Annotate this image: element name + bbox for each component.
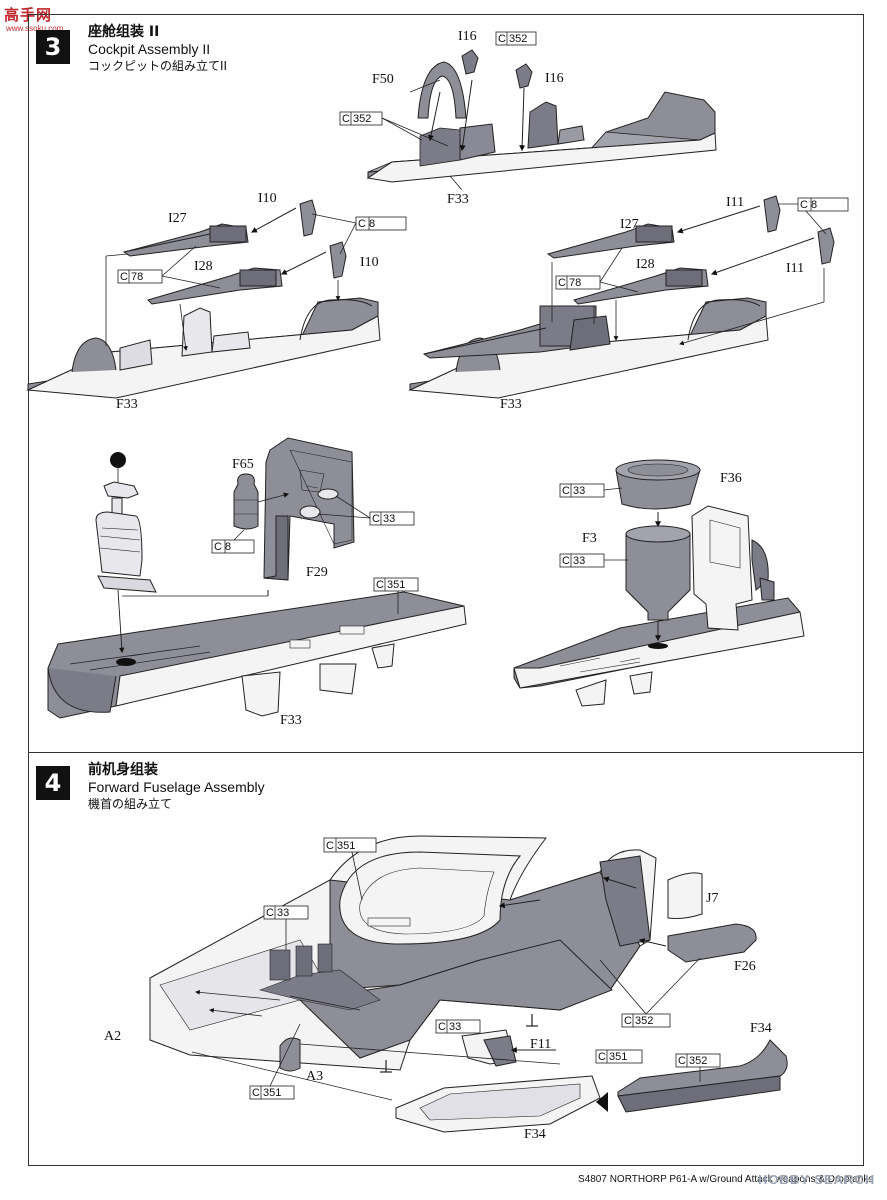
step-3-number: 3 bbox=[36, 30, 70, 64]
part-F11: F11 bbox=[530, 1037, 551, 1052]
cockpit-guns-left bbox=[26, 199, 381, 399]
part-F65: F65 bbox=[232, 457, 254, 472]
part-I28-a: I28 bbox=[194, 259, 213, 274]
color-box-c351-c bbox=[595, 1049, 643, 1064]
part-F33-d: F33 bbox=[280, 713, 302, 728]
color-c78-b: C 78 bbox=[558, 277, 581, 289]
color-c352-c: C 352 bbox=[624, 1015, 653, 1027]
forward-fuselage bbox=[149, 835, 788, 1133]
color-box-c8-b bbox=[797, 197, 849, 212]
part-I16-a: I16 bbox=[458, 29, 477, 44]
part-F3: F3 bbox=[582, 531, 597, 546]
part-I10-b: I10 bbox=[360, 255, 379, 270]
cockpit-floor-top bbox=[366, 49, 717, 183]
color-c8-c: C 8 bbox=[214, 541, 231, 553]
color-c352-a: C 352 bbox=[498, 33, 527, 45]
part-F29: F29 bbox=[306, 565, 328, 580]
color-box-c352-a bbox=[495, 31, 537, 46]
part-I27-a: I27 bbox=[168, 211, 187, 226]
color-c33-d: C 33 bbox=[266, 907, 289, 919]
part-F33-b: F33 bbox=[116, 397, 138, 412]
step-3-title-zh: 座舱组装 II bbox=[88, 24, 160, 40]
page-footer: S4807 NORTHORP P61-A w/Ground Attack wea… bbox=[578, 1174, 874, 1185]
part-I10-a: I10 bbox=[258, 191, 277, 206]
watermark-url: www.ssoku.com bbox=[6, 24, 64, 33]
step-4-number: 4 bbox=[36, 766, 70, 800]
watermark-hobby-search: HOBBY SEARCH bbox=[758, 1172, 876, 1187]
part-F50: F50 bbox=[372, 72, 394, 87]
color-c351-a: C 351 bbox=[376, 579, 405, 591]
part-A2: A2 bbox=[104, 1029, 121, 1044]
color-c351-c: C 351 bbox=[598, 1051, 627, 1063]
part-F26: F26 bbox=[734, 959, 756, 974]
color-c351-b: C 351 bbox=[326, 840, 355, 852]
color-c33-c: C 33 bbox=[562, 555, 585, 567]
cockpit-guns-right bbox=[408, 195, 835, 399]
callout-b: B bbox=[114, 456, 121, 467]
color-box-c8-c bbox=[211, 539, 255, 554]
step-4-title-en: Forward Fuselage Assembly bbox=[88, 779, 265, 795]
part-I11-a: I11 bbox=[726, 195, 744, 210]
part-F33-a: F33 bbox=[447, 192, 469, 207]
step-3-title-jp: コックピットの組み立てII bbox=[88, 59, 228, 73]
part-I11-b: I11 bbox=[786, 261, 804, 276]
step-3-title-en: Cockpit Assembly II bbox=[88, 41, 211, 57]
part-F33-c: F33 bbox=[500, 397, 522, 412]
color-box-c351-b bbox=[323, 837, 377, 853]
step-4-title: 前机身组装 Forward Fuselage Assembly 機首の組み立て bbox=[88, 762, 265, 813]
page-frame bbox=[28, 14, 864, 1166]
cockpit-bombsight-floor bbox=[513, 459, 805, 707]
part-I28-b: I28 bbox=[636, 257, 655, 272]
step-4-title-zh: 前机身组装 bbox=[88, 762, 158, 778]
step-4-title-jp: 機首の組み立て bbox=[88, 797, 173, 811]
part-A3: A3 bbox=[306, 1069, 323, 1084]
color-c352-b: C 352 bbox=[342, 113, 371, 125]
watermark-logo: 高手网 bbox=[4, 6, 53, 24]
callout-b-circle bbox=[110, 452, 126, 468]
color-c33-b: C 33 bbox=[562, 485, 585, 497]
color-c8-b: C 8 bbox=[800, 199, 817, 211]
part-J7: J7 bbox=[706, 891, 718, 906]
color-c33-e: C 33 bbox=[438, 1021, 461, 1033]
part-F34-b: F34 bbox=[750, 1021, 772, 1036]
color-c352-d: C 352 bbox=[678, 1055, 707, 1067]
color-c78-a: C 78 bbox=[120, 271, 143, 283]
part-F36: F36 bbox=[720, 471, 742, 486]
step-3-title: 座舱组装 II Cockpit Assembly II コックピットの組み立てI… bbox=[88, 24, 227, 75]
color-c33-a: C 33 bbox=[372, 513, 395, 525]
color-box-c352-b bbox=[339, 111, 383, 126]
part-F34-a: F34 bbox=[524, 1127, 546, 1142]
part-I27-b: I27 bbox=[620, 217, 639, 232]
part-I16-b: I16 bbox=[545, 71, 564, 86]
cockpit-seat-floor bbox=[47, 437, 467, 719]
step-divider bbox=[28, 752, 864, 753]
color-c8-a: C 8 bbox=[358, 218, 375, 230]
color-c351-d: C 351 bbox=[252, 1087, 281, 1099]
